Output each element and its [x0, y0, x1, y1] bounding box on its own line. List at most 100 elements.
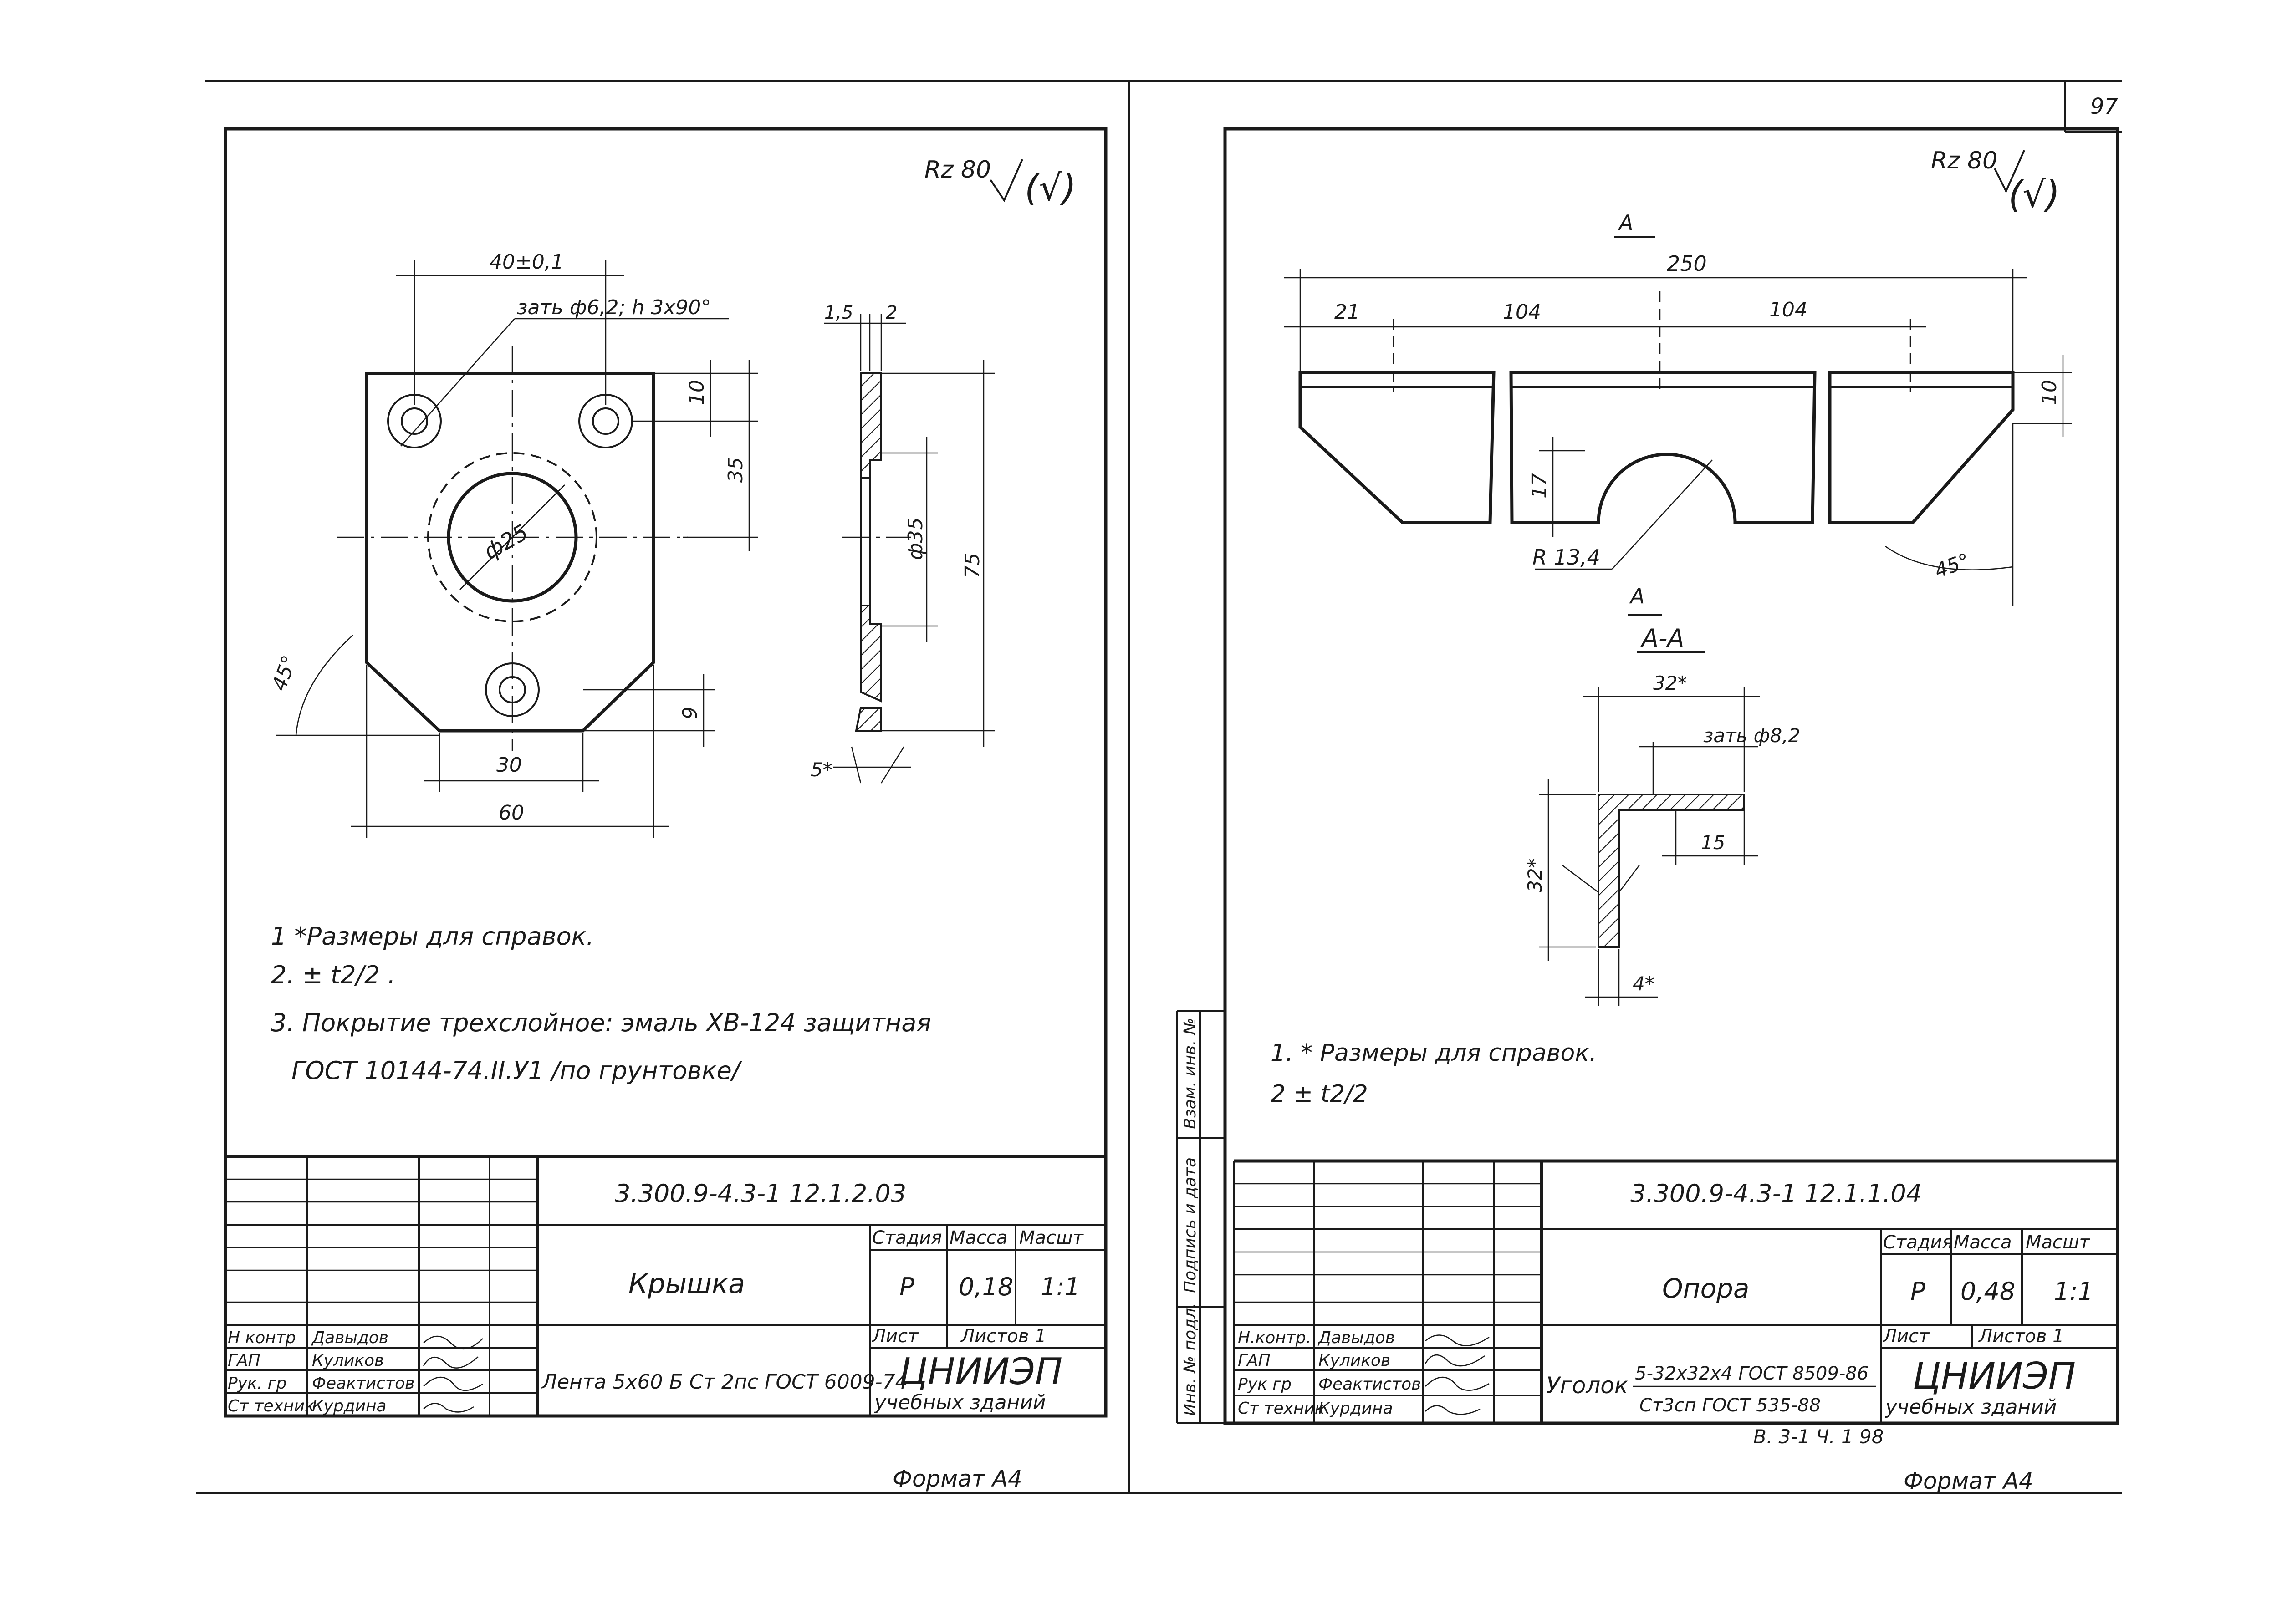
dim-h32: 32*	[1524, 859, 1546, 892]
dim-r134: R 13,4	[1532, 545, 1600, 570]
left-mass-header: Масса	[950, 1227, 1008, 1248]
left-signature-2	[423, 1356, 479, 1369]
right-stage: Р	[1910, 1277, 1925, 1306]
page-frame: 97	[196, 80, 2122, 1494]
right-scale-header: Масшт	[2026, 1232, 2091, 1253]
left-signature-4	[423, 1403, 474, 1413]
right-format: Формат А4	[1904, 1468, 2033, 1494]
right-doc-code: 3.300.9-4.3-1 12.1.1.04	[1630, 1179, 1922, 1208]
right-sheets-label: Листов 1	[1978, 1326, 2064, 1347]
left-name-2: Куликов	[312, 1351, 384, 1370]
side-label-sign: Подпись и дата	[1181, 1157, 1200, 1293]
right-org-sub: учебных зданий	[1884, 1395, 2057, 1419]
support-segment-middle	[1509, 371, 1817, 524]
left-name-3: Феактистов	[312, 1374, 414, 1393]
angle-section	[1598, 794, 1745, 948]
left-scale-header: Масшт	[1019, 1227, 1084, 1248]
right-signature-2	[1424, 1354, 1485, 1367]
dim-w30: 30	[496, 753, 522, 777]
left-title-block: 3.300.9-4.3-1 12.1.2.03 Крышка Стадия Ма…	[225, 1155, 1106, 1416]
right-sheet-label: Лист	[1882, 1326, 1930, 1347]
left-signature-1	[423, 1335, 483, 1350]
right-org-name: ЦНИИЭП	[1913, 1355, 2076, 1397]
bottom-reference: В. 3-1 Ч. 1 98	[1753, 1425, 1884, 1448]
right-mass-header: Масса	[1954, 1232, 2012, 1253]
right-material-label: Уголок	[1546, 1372, 1628, 1399]
dim-hole-82: зать ф8,2	[1703, 724, 1800, 747]
left-role-3: Рук. гр	[228, 1374, 286, 1393]
right-signature-3	[1425, 1376, 1490, 1391]
left-roughness: Rz 80	[924, 156, 991, 183]
left-sheet-label: Лист	[871, 1326, 919, 1347]
dim-w32: 32*	[1653, 672, 1687, 694]
section-title: А-А	[1640, 624, 1684, 652]
right-scale: 1:1	[2054, 1277, 2093, 1306]
right-name-4: Курдина	[1318, 1399, 1393, 1418]
right-note-1: 1. * Размеры для справок.	[1271, 1039, 1597, 1067]
left-name-4: Курдина	[312, 1397, 387, 1415]
left-stage-header: Стадия	[872, 1227, 942, 1248]
dim-w60: 60	[499, 801, 524, 825]
right-mass: 0,48	[1960, 1277, 2015, 1306]
dim-104-a: 104	[1503, 300, 1541, 324]
support-segment-left	[1298, 371, 1496, 524]
right-roughness-paren: (√)	[2008, 173, 2060, 216]
right-role-3: Рук гр	[1238, 1375, 1292, 1394]
right-note-2: 2 ± t2/2	[1271, 1080, 1368, 1108]
right-roughness: Rz 80	[1931, 147, 1997, 174]
dim-phi35: ф35	[904, 517, 927, 560]
left-note-3: 3. Покрытие трехслойное: эмаль ХВ-124 за…	[271, 1008, 931, 1037]
left-note-1: 1 *Размеры для справок.	[271, 922, 594, 951]
left-roughness-paren: (√)	[1025, 167, 1076, 209]
section-mark-a-top: А	[1618, 210, 1633, 235]
left-material: Лента 5х60 Б Ст 2пс ГОСТ 6009-74	[541, 1370, 908, 1394]
right-role-2: ГАП	[1238, 1351, 1271, 1370]
dim-angle-45-right: 45°	[1931, 549, 1973, 583]
left-roughness-mark	[990, 159, 1023, 203]
dim-21: 21	[1334, 300, 1360, 324]
left-role-1: Н контр	[228, 1329, 296, 1347]
right-name-3: Феактистов	[1318, 1375, 1421, 1394]
left-signature-3	[423, 1376, 483, 1391]
left-org-sub: учебных зданий	[873, 1391, 1046, 1414]
section-mark-a-bottom: А	[1629, 584, 1644, 608]
right-material-bottom: Ст3сп ГОСТ 535-88	[1639, 1395, 1821, 1416]
right-name-1: Давыдов	[1317, 1329, 1395, 1347]
left-stage: Р	[899, 1273, 914, 1301]
right-signature-1	[1425, 1334, 1490, 1346]
page-number: 97	[2090, 94, 2119, 119]
left-sheets-label: Листов 1	[960, 1326, 1047, 1347]
dim-t15: 1,5	[824, 302, 853, 323]
cover-section-bottom	[860, 605, 882, 703]
dim-total-250: 250	[1667, 251, 1707, 276]
dim-15: 15	[1701, 831, 1725, 854]
right-role-1: Н.контр.	[1238, 1329, 1311, 1347]
left-note-4: ГОСТ 10144-74.II.У1 /по грунтовке/	[291, 1056, 743, 1085]
right-signature-4	[1425, 1405, 1481, 1415]
dim-104-b: 104	[1769, 298, 1807, 321]
side-label-inv: Инв. № подл.	[1181, 1303, 1200, 1416]
dim-chamfer: 5*	[811, 759, 832, 781]
right-sheet: Инв. № подл. Подпись и дата Взам. инв. №…	[1176, 127, 2119, 1494]
left-mass: 0,18	[959, 1273, 1013, 1301]
left-doc-code: 3.300.9-4.3-1 12.1.2.03	[615, 1179, 906, 1208]
dim-t4: 4*	[1633, 972, 1654, 995]
left-border	[224, 127, 1108, 1418]
right-stage-header: Стадия	[1883, 1232, 1953, 1253]
dim-h75: 75	[961, 553, 984, 578]
left-role-2: ГАП	[228, 1351, 260, 1370]
left-format: Формат А4	[893, 1466, 1022, 1492]
dim-h10: 10	[2038, 380, 2061, 405]
dim-t2: 2	[886, 302, 897, 323]
dim-phi25: ф25	[480, 519, 532, 565]
dim-35: 35	[724, 457, 747, 483]
dim-h17: 17	[1528, 473, 1551, 499]
left-sheet: Rz 80 (√) 40±0,1 зать ф6,2; h 3x90° 10	[224, 127, 1108, 1492]
right-name-2: Куликов	[1318, 1351, 1390, 1370]
left-org-name: ЦНИИЭП	[899, 1350, 1062, 1393]
right-role-4: Ст техник	[1238, 1399, 1325, 1418]
left-scale: 1:1	[1041, 1273, 1080, 1301]
dim-bottom-9: 9	[679, 707, 702, 719]
right-title-block: 3.300.9-4.3-1 12.1.1.04 Опора Стадия Мас…	[1233, 1159, 2118, 1423]
